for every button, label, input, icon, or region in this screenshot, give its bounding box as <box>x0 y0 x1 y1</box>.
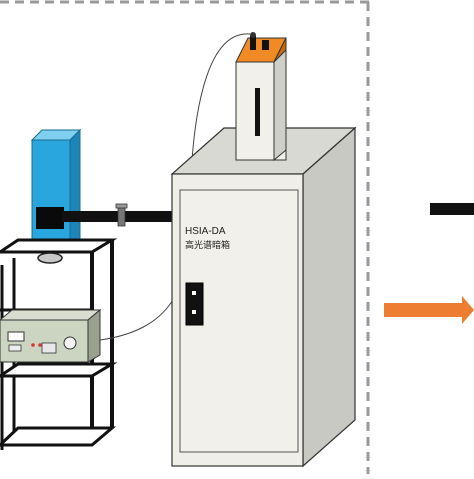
cabinet-model-label: HSIA-DA <box>185 226 226 237</box>
dashed-frame <box>0 0 370 474</box>
light-source <box>235 32 287 162</box>
dark-cabinet <box>170 126 357 468</box>
right-arrow-icon <box>384 296 474 324</box>
hyperspectral-camera <box>30 128 82 250</box>
controller-knob <box>63 336 77 350</box>
controller-display <box>7 331 25 342</box>
cabinet-name-label: 高光谱暗箱 <box>185 240 231 250</box>
light-controller <box>0 308 102 363</box>
mount-arm-icon <box>36 203 178 229</box>
door-handle <box>185 282 204 326</box>
sample-dish <box>37 252 63 264</box>
cabinet-door <box>179 189 299 453</box>
lamp-slot <box>255 88 260 136</box>
black-bar <box>430 203 474 215</box>
